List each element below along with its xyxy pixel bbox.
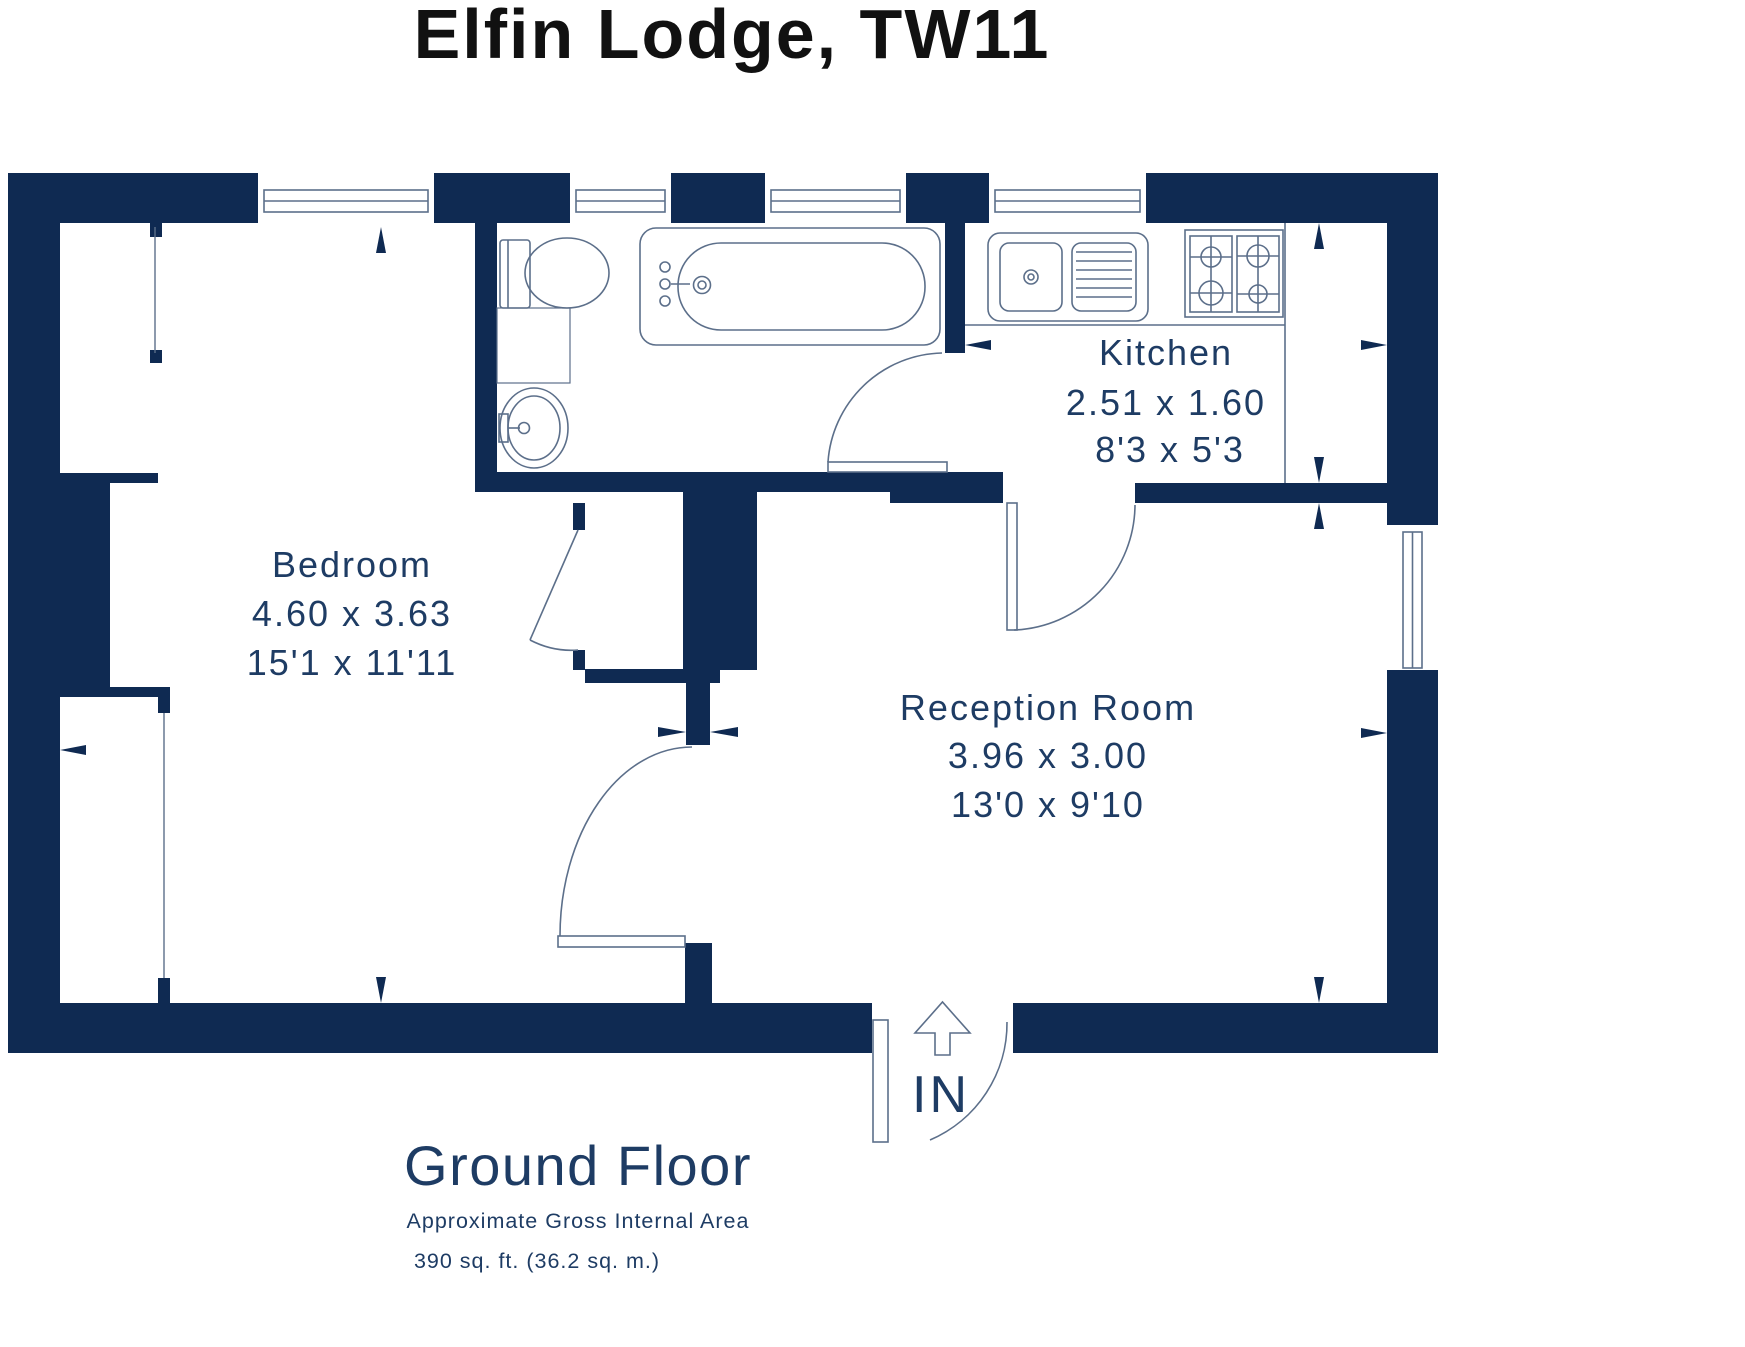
dim-arrow-reception-right-icon	[1361, 728, 1387, 738]
entrance-door	[872, 1019, 1008, 1143]
dim-arrow-kitchen-up-icon	[1314, 223, 1324, 249]
window-frames	[154, 189, 1423, 978]
window-bathroom-right	[770, 189, 901, 213]
wall-bottom-right	[1013, 1003, 1438, 1053]
dim-arrow-bedroom-right-icon	[658, 727, 686, 737]
cupboard-door	[529, 529, 579, 652]
cupboard-door-jamb-top	[573, 503, 585, 530]
wall-right-lower	[1387, 670, 1438, 1053]
doors	[529, 352, 1136, 1143]
wall-bathroom-kitchen	[945, 223, 965, 353]
dimension-arrows	[60, 223, 1387, 1003]
hob	[1184, 229, 1284, 318]
wall-center-block	[683, 490, 757, 670]
reception-name: Reception Room	[900, 687, 1196, 728]
wall-left	[8, 173, 60, 1053]
bedroom-name: Bedroom	[272, 544, 432, 585]
kitchen-door	[1006, 502, 1136, 631]
wall-right-upper	[1387, 173, 1438, 525]
wall-kitchen-bottom-right	[1135, 483, 1387, 503]
kitchen-label: Kitchen 2.51 x 1.60 8'3 x 5'3	[1066, 332, 1266, 470]
bedroom-metric: 4.60 x 3.63	[252, 593, 452, 634]
dim-arrow-kitchen-left-icon	[965, 340, 991, 350]
bedroom-imperial: 15'1 x 11'11	[247, 642, 458, 683]
wall-top-4	[906, 173, 989, 223]
alcove-strip-upper	[60, 473, 158, 483]
cupboard-door-jamb-bottom	[573, 650, 585, 670]
kitchen-sink	[987, 232, 1149, 322]
dim-arrow-bedroom-down-icon	[376, 977, 386, 1003]
floor-area-value: 390 sq. ft. (36.2 sq. m.)	[414, 1249, 660, 1273]
window-kitchen	[994, 189, 1141, 213]
reception-metric: 3.96 x 3.00	[948, 735, 1148, 776]
alcove-tab-2	[150, 350, 162, 363]
reception-imperial: 13'0 x 9'10	[951, 784, 1145, 825]
bathroom-sink	[498, 387, 569, 469]
dim-arrow-bedroom-up-icon	[376, 227, 386, 253]
window-bedroom	[263, 189, 429, 213]
wall-bedroom-bathroom	[475, 223, 497, 492]
dim-arrow-reception-down-icon	[1314, 977, 1324, 1003]
entrance-arrow-icon	[913, 1000, 972, 1056]
bedroom-label: Bedroom 4.60 x 3.63 15'1 x 11'11	[247, 544, 458, 683]
kitchen-name: Kitchen	[1099, 332, 1233, 373]
wall-top-3	[671, 173, 765, 223]
kitchen-metric: 2.51 x 1.60	[1066, 382, 1266, 423]
wall-bathroom-bottom	[475, 472, 1003, 492]
wall-bottom-left	[8, 1003, 872, 1053]
fixtures	[496, 223, 1286, 483]
entrance-label: IN	[912, 1066, 970, 1124]
kitchen-imperial: 8'3 x 5'3	[1095, 429, 1245, 470]
floor-area-note: Approximate Gross Internal Area	[407, 1209, 750, 1233]
toilet	[496, 237, 610, 384]
chimney-breast	[60, 483, 110, 687]
floor-name: Ground Floor	[404, 1134, 752, 1197]
alcove-tab-4	[158, 978, 170, 1003]
reception-label: Reception Room 3.96 x 3.00 13'0 x 9'10	[900, 687, 1196, 825]
window-bathroom-left	[575, 189, 666, 213]
alcove-strip-lower	[60, 687, 170, 697]
bathroom-door	[827, 352, 948, 473]
wall-kitchen-bottom-left	[890, 483, 1003, 503]
wall-top-2	[434, 173, 570, 223]
dim-arrow-kitchen-right-icon	[1361, 340, 1387, 350]
reception-door	[557, 746, 693, 948]
alcove-tab-3	[158, 697, 170, 713]
window-reception-right	[1402, 531, 1423, 669]
room-labels: Bedroom 4.60 x 3.63 15'1 x 11'11 Kitchen…	[247, 332, 1266, 1273]
dim-arrow-reception-up-icon	[1314, 503, 1324, 529]
page-title: Elfin Lodge, TW11	[414, 0, 1051, 73]
walls	[8, 173, 1438, 1053]
dim-arrow-reception-left-icon	[710, 727, 738, 737]
bathtub	[639, 227, 941, 346]
dim-arrow-bedroom-left-icon	[60, 745, 86, 755]
alcove-tab-1	[150, 223, 162, 237]
dim-arrow-kitchen-down-icon	[1314, 457, 1324, 483]
wall-cupboard-bottom	[585, 669, 720, 683]
wall-reception-door-stub	[685, 943, 712, 1003]
wall-bedroom-reception	[686, 683, 710, 745]
